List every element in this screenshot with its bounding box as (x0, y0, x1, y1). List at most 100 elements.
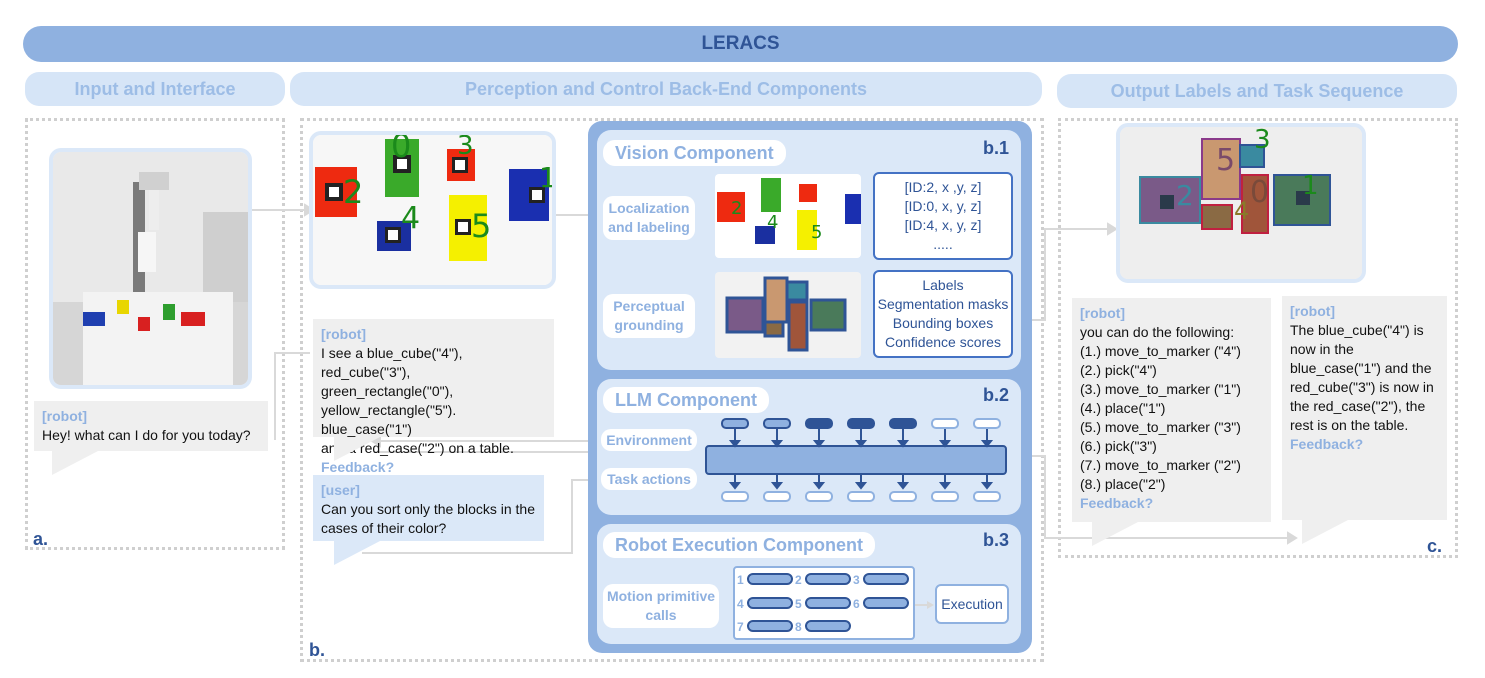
primitive-call (805, 573, 851, 585)
marker-label: 5 (471, 207, 492, 245)
primitive-number: 8 (795, 620, 802, 634)
marker-label: 0 (1250, 175, 1270, 210)
perception-line: I see a blue_cube("4"), red_cube("3"), (321, 345, 463, 380)
speaker-user: [user] (321, 482, 360, 498)
completion-line: rest is on the table. (1290, 417, 1409, 433)
output-line: Bounding boxes (892, 315, 994, 331)
marker-label: 2 (343, 173, 364, 211)
input-token (931, 418, 959, 429)
vision-title: Vision Component (603, 140, 786, 166)
section-header-input: Input and Interface (25, 72, 285, 106)
bubble-tail (52, 451, 98, 475)
environment-label: Environment (601, 429, 697, 451)
svg-text:2: 2 (731, 198, 742, 219)
sequence-line: (6.) pick("3") (1080, 438, 1157, 454)
panel-letter-c: c. (1427, 536, 1443, 556)
title: LERACS (701, 33, 780, 54)
request-line: cases of their color? (321, 520, 447, 536)
robot-perception-bubble: [robot] I see a blue_cube("4"), red_cube… (313, 319, 554, 475)
primitive-call (863, 597, 909, 609)
blocks-image (313, 135, 552, 285)
sequence-line: (7.) move_to_marker ("2") (1080, 457, 1241, 473)
task-sequence-bubble: [robot] you can do the following: (1.) m… (1072, 298, 1271, 522)
id-line: [ID:0, x, y, z] (904, 198, 982, 214)
primitive-number: 4 (737, 597, 744, 611)
label-line: Motion primitive (606, 588, 716, 604)
section-header-output: Output Labels and Task Sequence (1057, 74, 1457, 108)
robot-photo (49, 148, 252, 389)
sequence-line: (1.) move_to_marker ("4") (1080, 343, 1241, 359)
completion-bubble: [robot] The blue_cube("4") is now in the… (1282, 296, 1447, 520)
primitive-number: 6 (853, 597, 860, 611)
id-line: ..... (933, 236, 953, 252)
speaker-robot: [robot] (1080, 305, 1126, 321)
id-coordinates-box: [ID:2, x ,y, z] [ID:0, x, y, z] [ID:4, x… (873, 172, 1013, 260)
output-token (931, 491, 959, 502)
completion-line: blue_case("1") and the (1290, 360, 1432, 376)
input-token (973, 418, 1001, 429)
output-token (889, 491, 917, 502)
marker-label: 2 (1176, 179, 1194, 212)
output-token (847, 491, 875, 502)
greeting-text: Hey! what can I do for you today? (42, 427, 251, 443)
primitive-call (863, 573, 909, 585)
marker-label: 3 (457, 131, 474, 161)
completion-line: The blue_cube("4") is (1290, 322, 1424, 338)
output-token (973, 491, 1001, 502)
output-image (1120, 127, 1362, 279)
vision-tag: b.1 (983, 138, 1010, 158)
output-token (721, 491, 749, 502)
label-line: grounding (614, 317, 684, 333)
input-token (889, 418, 917, 429)
input-token (847, 418, 875, 429)
primitive-call (805, 620, 851, 632)
llm-tag: b.2 (983, 385, 1010, 405)
id-line: [ID:4, x, y, z] (904, 217, 982, 233)
completion-line: red_cube("3") is now in (1290, 379, 1434, 395)
perception-line: yellow_rectangle("5"). blue_case("1") (321, 402, 457, 437)
panel-a-frame (25, 118, 285, 550)
primitive-number: 2 (795, 573, 802, 587)
robot-execution-component: Robot Execution Component b.3 Motion pri… (597, 524, 1021, 644)
sequence-line: (3.) move_to_marker ("1") (1080, 381, 1241, 397)
execution-arrow (915, 601, 934, 609)
user-request-bubble: [user] Can you sort only the blocks in t… (313, 475, 544, 541)
bubble-tail (334, 541, 380, 565)
robot-scene-image (53, 152, 248, 385)
label-line: Localization (608, 200, 690, 216)
title-bar: LERACS (23, 26, 1458, 62)
panel-b-frame (300, 118, 1044, 662)
marker-label: 3 (1254, 125, 1271, 155)
marker-label: 1 (1302, 171, 1319, 201)
primitive-number: 5 (795, 597, 802, 611)
primitive-call (747, 620, 793, 632)
primitive-call (805, 597, 851, 609)
segmentation-image (715, 272, 861, 358)
output-token (763, 491, 791, 502)
robot-execution-title: Robot Execution Component (603, 532, 875, 558)
input-token (721, 418, 749, 429)
blocks-photo: 0 3 2 1 4 5 (309, 131, 556, 289)
primitive-number: 3 (853, 573, 860, 587)
feedback-prompt: Feedback? (1080, 495, 1154, 511)
bubble-tail (1092, 522, 1138, 546)
speaker-robot: [robot] (42, 408, 88, 424)
llm-model-block (705, 445, 1007, 475)
vision-outputs-box: Labels Segmentation masks Bounding boxes… (873, 270, 1013, 358)
token-arrows (728, 429, 994, 490)
completion-line: now in the (1290, 341, 1354, 357)
primitive-call (747, 573, 793, 585)
output-line: Confidence scores (885, 334, 1001, 350)
section-label: Input and Interface (74, 78, 236, 99)
sequence-line: (5.) move_to_marker ("3") (1080, 419, 1241, 435)
output-line: Labels (922, 277, 964, 293)
label-line: calls (645, 607, 677, 623)
input-token (805, 418, 833, 429)
output-line: Segmentation masks (877, 296, 1009, 312)
perception-line: green_rectangle("0"), (321, 383, 454, 399)
execution-box: Execution (935, 584, 1009, 624)
marker-label: 0 (391, 131, 412, 165)
